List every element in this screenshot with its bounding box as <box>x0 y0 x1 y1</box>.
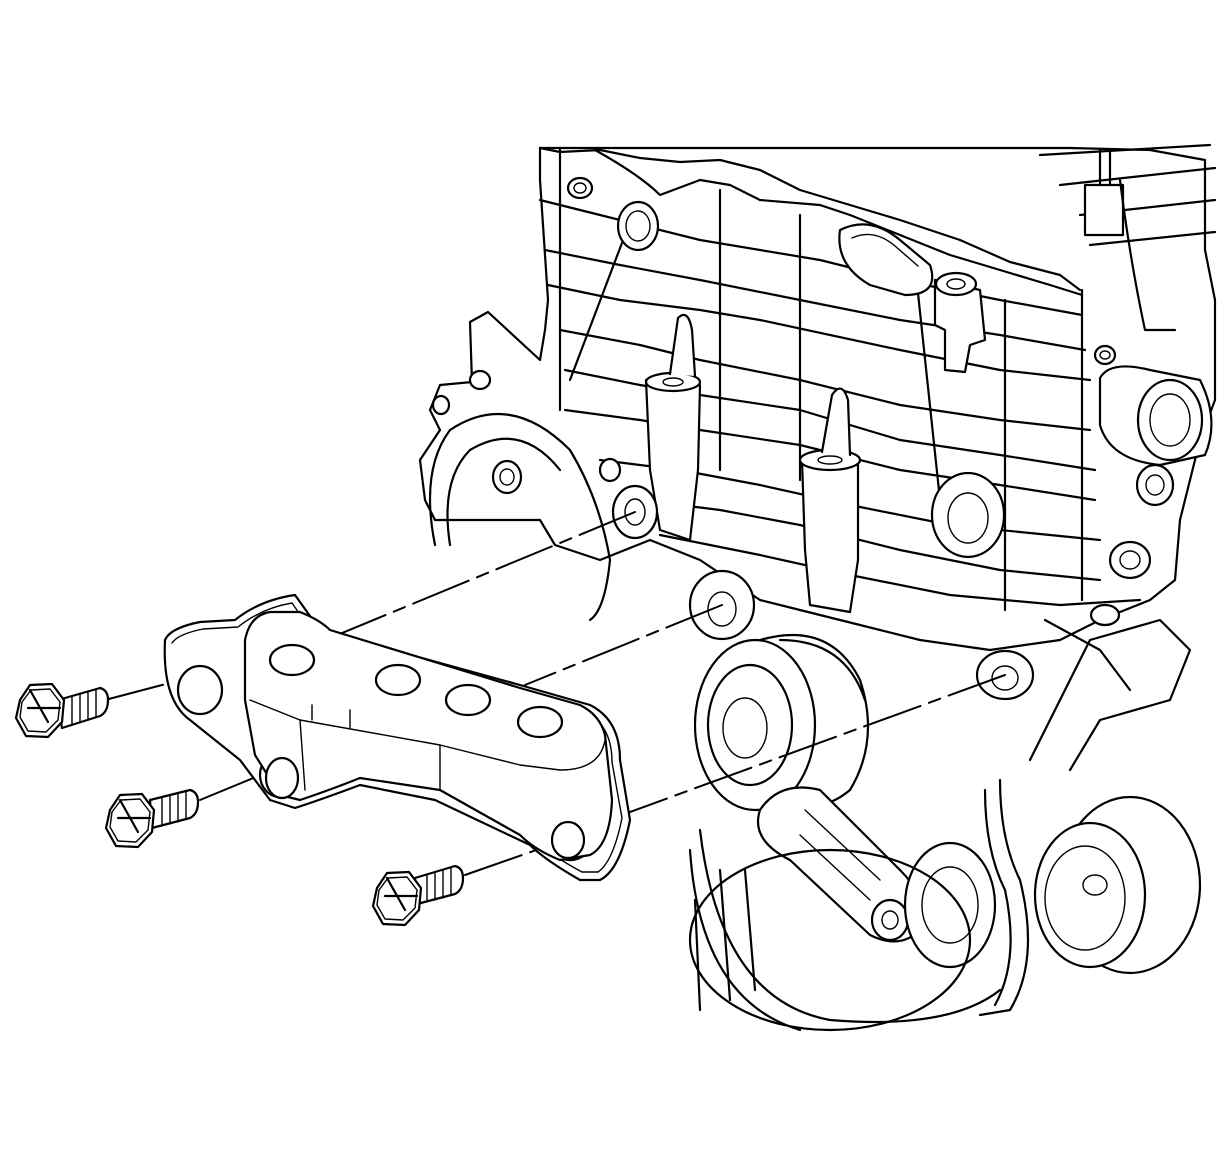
alignment-line <box>104 511 1006 876</box>
accessory-drive-belt <box>978 618 1192 1017</box>
bolt <box>104 788 200 849</box>
belt-tensioner <box>756 786 997 969</box>
bolt <box>14 682 110 739</box>
idler-pulley <box>693 633 870 812</box>
crankshaft-pulley <box>688 828 1002 1032</box>
timing-cover <box>428 412 1035 701</box>
mount-bracket <box>243 610 614 862</box>
engine-block <box>418 143 1217 652</box>
idler-pulley <box>1033 795 1202 975</box>
bolt <box>371 864 465 927</box>
